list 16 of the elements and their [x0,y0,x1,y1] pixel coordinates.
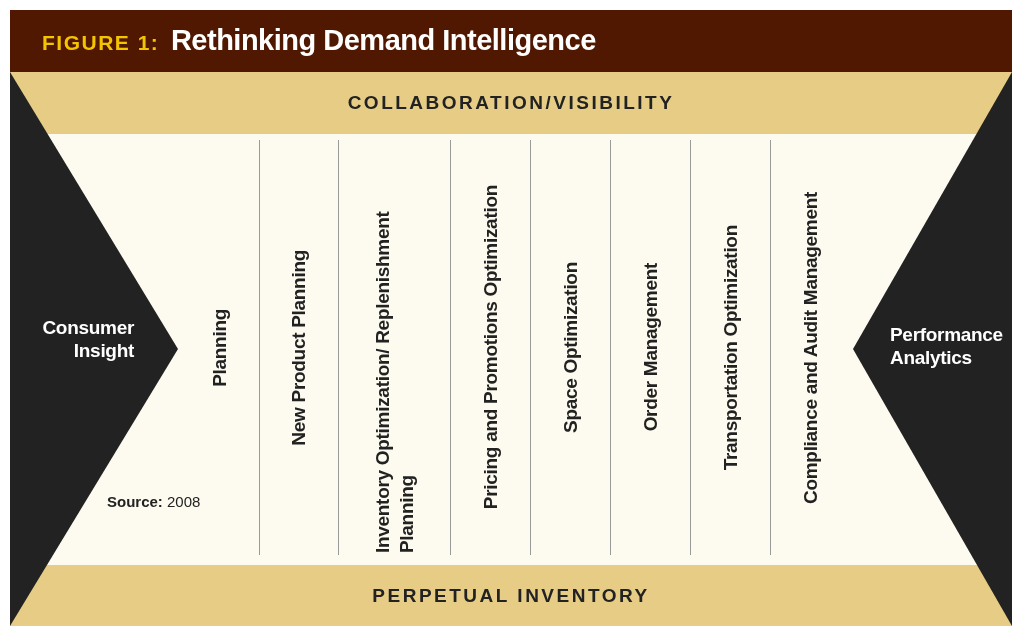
column-label: Transportation Optimization [718,224,742,471]
banner-band [10,565,1012,626]
column-label: Planning [207,308,231,387]
source-note: Source: 2008 [107,492,202,512]
column-label: Pricing and Promotions Optimization [478,185,502,510]
chevron-label: Performance Analytics [890,323,1004,369]
column-label: Compliance and Audit Management [799,191,822,504]
column-label: New Product Planning [287,249,310,446]
band-label: PERPETUAL INVENTORY [372,585,650,607]
figure-title: FIGURE 1: Rethinking Demand Intelligence [42,24,596,57]
band-label: COLLABORATION/VISIBILITY [347,92,675,114]
chevron-label: Consumer Insight [41,316,134,362]
column-label: Space Optimization [558,262,582,433]
column-label: Order Management [638,263,662,432]
banner-band [10,72,1012,134]
column-label: Inventory Optimization/ Replenishment Planning [370,210,418,553]
